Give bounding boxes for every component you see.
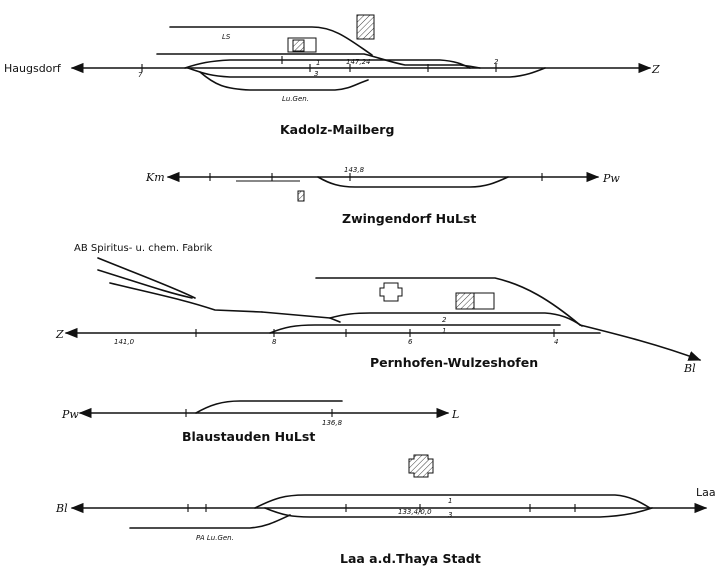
kadolz-track-1-label: 1 <box>316 59 320 67</box>
station-kadolz-mailberg: Haugsdorf Z LS Lu.Gen. 147,24 1 2 3 7 Ka… <box>4 14 660 137</box>
kadolz-left-direction: Haugsdorf <box>4 62 62 75</box>
laa-pa-siding-label: PA Lu.Gen. <box>196 534 234 542</box>
laa-left-direction: Bl <box>55 502 68 515</box>
laa-station-building <box>408 454 434 478</box>
kadolz-station-building <box>356 14 375 40</box>
kadolz-lugen-track <box>199 71 369 91</box>
laa-track-1 <box>254 494 651 509</box>
pernhofen-km-label: 141,0 <box>114 338 135 346</box>
pernhofen-top-siding <box>315 277 581 326</box>
zwingendorf-km-label: 143,8 <box>344 166 365 174</box>
station-zwingendorf: Km Pw 143,8 Zwingendorf HuLst <box>145 166 620 226</box>
pernhofen-station-building <box>379 282 403 302</box>
kadolz-track-3-label: 3 <box>314 70 318 78</box>
kadolz-track-3 <box>187 67 546 78</box>
kadolz-track-2-label: 2 <box>494 58 499 66</box>
laa-track-3-label: 3 <box>448 511 452 519</box>
kadolz-right-direction: Z <box>651 63 660 76</box>
kadolz-track-7-label: 7 <box>138 71 143 79</box>
pernhofen-left-direction: Z <box>55 328 64 341</box>
laa-track-1-label: 1 <box>448 497 452 505</box>
pernhofen-right-direction: Bl <box>683 362 696 375</box>
pernhofen-link-track <box>261 311 341 323</box>
zwingendorf-loop-track <box>317 176 509 188</box>
station-pernhofen: AB Spiritus- u. chem. Fabrik Z Bl 141,0 … <box>55 243 702 375</box>
kadolz-shed-hatch <box>292 39 305 52</box>
pernhofen-track-2 <box>329 312 583 327</box>
zwingendorf-title: Zwingendorf HuLst <box>342 211 476 226</box>
blaustauden-title: Blaustauden HuLst <box>182 429 315 444</box>
laa-km-label: 133,4/0,0 <box>398 508 432 516</box>
pernhofen-line-to-bl <box>579 324 702 361</box>
laa-track-3 <box>264 507 653 518</box>
pernhofen-track-2-label: 2 <box>442 316 447 324</box>
kadolz-title: Kadolz-Mailberg <box>280 122 394 137</box>
pernhofen-track-1 <box>269 324 561 334</box>
kadolz-ls-label: LS <box>222 33 231 41</box>
kadolz-upper-track <box>156 53 481 69</box>
zwingendorf-left-direction: Km <box>145 171 165 184</box>
laa-pa-siding <box>129 514 291 529</box>
laa-title: Laa a.d.Thaya Stadt <box>340 551 481 566</box>
blaustauden-km-label: 136,8 <box>322 419 343 427</box>
zwingendorf-right-direction: Pw <box>602 172 620 185</box>
laa-right-direction: Laa <box>696 486 716 499</box>
blaustauden-right-direction: L <box>451 408 459 421</box>
pernhofen-industry-siding <box>97 257 196 299</box>
station-blaustauden: Pw L 136,8 Blaustauden HuLst <box>61 400 459 444</box>
pernhofen-industry-siding <box>109 282 263 313</box>
pernhofen-industry-label: AB Spiritus- u. chem. Fabrik <box>74 243 212 254</box>
blaustauden-siding <box>195 400 343 414</box>
pernhofen-track-8-label: 8 <box>272 338 277 346</box>
station-laa: Bl Laa 133,4/0,0 1 3 PA Lu.Gen. Laa a.d.… <box>55 454 716 566</box>
kadolz-lugen-label: Lu.Gen. <box>282 95 309 103</box>
zwingendorf-shelter <box>297 190 305 202</box>
pernhofen-shed-hatch <box>455 292 475 310</box>
kadolz-km-label: 147,24 <box>346 58 371 66</box>
blaustauden-left-direction: Pw <box>61 408 79 421</box>
pernhofen-track-4-label: 4 <box>554 338 558 346</box>
pernhofen-industry-siding <box>97 269 193 299</box>
pernhofen-title: Pernhofen-Wulzeshofen <box>370 355 538 370</box>
kadolz-track-1 <box>184 59 471 69</box>
pernhofen-track-6-label: 6 <box>408 338 413 346</box>
pernhofen-track-1-label: 1 <box>442 327 446 335</box>
kadolz-ls-siding <box>169 26 373 56</box>
